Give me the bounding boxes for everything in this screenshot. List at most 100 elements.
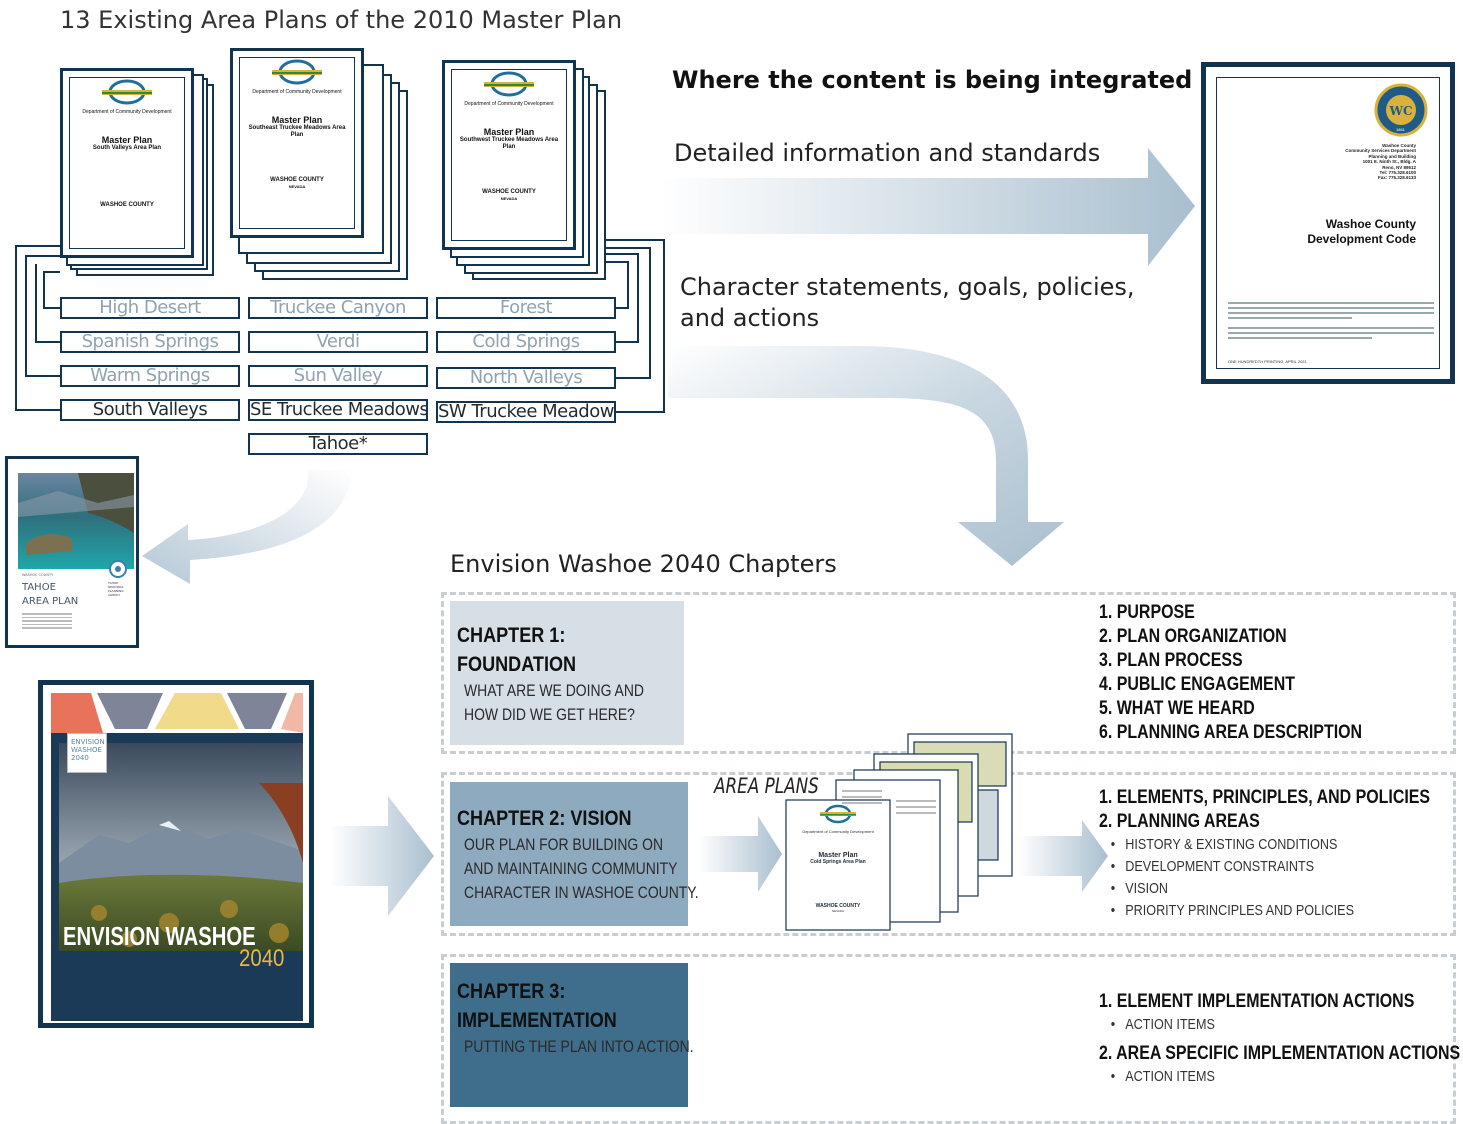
doc-subtitle: South Valleys Area Plan [92, 145, 162, 151]
doc-title: Master Plan [101, 135, 153, 145]
tahoe-doc-title: TAHOE AREA PLAN [22, 582, 79, 607]
list-subitem: HISTORY & EXISTING CONDITIONS [1099, 834, 1430, 856]
envision-washoe-cover: ENVISION WASHOE 2040 ENVISION WASHOE 204… [38, 680, 314, 1028]
area-box-truckee-canyon: Truckee Canyon [248, 297, 428, 319]
chapter2-title: CHAPTER 2: VISION [457, 807, 632, 830]
arrow-to-development-code [660, 148, 1195, 266]
chapter2-desc: AND MAINTAINING COMMUNITY [464, 859, 678, 878]
list-item: 2. PLAN ORGANIZATION [1099, 626, 1287, 647]
chapter1-desc: WHAT ARE WE DOING AND [464, 681, 644, 700]
development-code-doc: WC 1861 Washoe County Community Services… [1201, 62, 1455, 384]
area-box-warm-springs: Warm Springs [60, 365, 240, 387]
arrow-cover-to-chapter2 [330, 796, 434, 916]
doc-title: Master Plan [818, 852, 858, 859]
list-item: 5. WHAT WE HEARD [1099, 698, 1255, 719]
doc-state: NEVADA [500, 196, 518, 201]
county-logo-icon [820, 804, 856, 824]
chapter1-card: CHAPTER 1: FOUNDATION WHAT ARE WE DOING … [450, 601, 684, 745]
doc-subtitle: Southeast Truckee Meadows Area Plan [248, 125, 346, 138]
chapter2-desc: OUR PLAN FOR BUILDING ON [464, 835, 664, 854]
list-item: 2. AREA SPECIFIC IMPLEMENTATION ACTIONS [1099, 1043, 1461, 1064]
area-plans-label: AREA PLANS [714, 774, 819, 798]
list-subitem: DEVELOPMENT CONSTRAINTS [1099, 856, 1430, 878]
list-item: 1. ELEMENTS, PRINCIPLES, AND POLICIES [1099, 787, 1431, 808]
list-item: 1. PURPOSE [1099, 602, 1195, 623]
svg-text:WC: WC [1388, 104, 1412, 118]
list-item: 2. PLANNING AREAS [1099, 811, 1260, 832]
tahoe-doc-county: WASHOE COUNTY [22, 573, 54, 577]
page-title: 13 Existing Area Plans of the 2010 Maste… [60, 6, 623, 34]
arrow-to-chapters [668, 346, 1064, 566]
doc-county: WASHOE COUNTY [270, 177, 324, 183]
flow-label-detailed: Detailed information and standards [674, 139, 1101, 167]
county-logo-icon [482, 71, 536, 97]
dev-code-title: Washoe County Development Code [1307, 217, 1416, 246]
dev-code-footer: ONE HUNDREDTH PRINTING, APRIL 2021 [1228, 359, 1307, 364]
chapter3-subtitle: IMPLEMENTATION [457, 1009, 617, 1032]
list-subitem: ACTION ITEMS [1099, 1014, 1460, 1036]
arrow-to-tahoe [142, 470, 352, 584]
area-plan-doc-sw-truckee-meadows: Department of Community Development Mast… [442, 60, 576, 250]
list-item: 3. PLAN PROCESS [1099, 650, 1243, 671]
cover-title: ENVISION WASHOE [63, 921, 256, 951]
chapter2-desc: CHARACTER IN WASHOE COUNTY. [464, 883, 699, 902]
chapter3-list: 1. ELEMENT IMPLEMENTATION ACTIONS ACTION… [1099, 990, 1463, 1088]
dev-code-body-text [1228, 299, 1434, 342]
doc-dept: Department of Community Development [802, 829, 874, 834]
tahoe-doc-body [22, 611, 72, 631]
doc-county: WASHOE COUNTY [482, 189, 536, 195]
cover-landscape-photo [59, 743, 303, 951]
flow-label-character-line1: Character statements, goals, policies, [680, 273, 1135, 301]
chapter1-list: 1. PURPOSE 2. PLAN ORGANIZATION 3. PLAN … [1099, 601, 1412, 745]
chapter3-card: CHAPTER 3: IMPLEMENTATION PUTTING THE PL… [450, 963, 694, 1107]
area-box-north-valleys: North Valleys [436, 367, 616, 389]
chapter2-card: CHAPTER 2: VISION OUR PLAN FOR BUILDING … [450, 782, 699, 926]
doc-title: Master Plan [271, 115, 323, 125]
tahoe-seal-icon [109, 560, 127, 578]
area-plan-doc-south-valleys: Department of Community Development Mast… [60, 68, 194, 258]
list-item: 4. PUBLIC ENGAGEMENT [1099, 674, 1295, 695]
list-item: 1. ELEMENT IMPLEMENTATION ACTIONS [1099, 991, 1415, 1012]
chapters-heading: Envision Washoe 2040 Chapters [450, 550, 837, 578]
chapter1-title: CHAPTER 1: [457, 624, 566, 647]
dev-code-address: Washoe County Community Services Departm… [1345, 143, 1416, 181]
integration-heading: Where the content is being integrated [672, 66, 1193, 94]
area-box-tahoe: Tahoe* [248, 433, 428, 455]
chapter2-list: 1. ELEMENTS, PRINCIPLES, AND POLICIES 2.… [1099, 786, 1463, 922]
chapter3-desc: PUTTING THE PLAN INTO ACTION. [464, 1037, 694, 1056]
county-logo-icon [100, 79, 154, 105]
flow-label-character-line2: and actions [680, 304, 820, 332]
doc-subtitle: Cold Springs Area Plan [810, 859, 866, 865]
arrow-chapter2-to-area-plans [698, 816, 782, 892]
area-box-se-truckee-meadows: SE Truckee Meadows [248, 399, 428, 421]
doc-dept: Department of Community Development [252, 89, 342, 95]
doc-county: WASHOE COUNTY [100, 202, 154, 208]
area-box-high-desert: High Desert [60, 297, 240, 319]
list-item: 6. PLANNING AREA DESCRIPTION [1099, 722, 1363, 743]
chapter1-desc: HOW DID WE GET HERE? [464, 705, 635, 724]
doc-dept: Department of Community Development [464, 101, 554, 107]
list-subitem: VISION [1099, 878, 1430, 900]
tahoe-lake-photo [18, 473, 134, 569]
chapter1-subtitle: FOUNDATION [457, 653, 577, 676]
connector-lines [15, 239, 665, 413]
county-logo-icon [270, 59, 324, 85]
area-box-verdi: Verdi [248, 331, 428, 353]
cold-springs-area-plan-doc: Department of Community Development Mast… [786, 800, 890, 930]
trpa-logo: TAHOE REGIONAL PLANNING AGENCY [108, 581, 124, 597]
doc-title: Master Plan [483, 127, 535, 137]
doc-subtitle: Southwest Truckee Meadows Area Plan [459, 137, 559, 150]
area-plan-doc-se-truckee-meadows: Department of Community Development Mast… [230, 48, 364, 238]
area-box-spanish-springs: Spanish Springs [60, 331, 240, 353]
chapter3-title: CHAPTER 3: [457, 980, 566, 1003]
county-seal-icon: WC [1374, 83, 1428, 137]
area-box-sun-valley: Sun Valley [248, 365, 428, 387]
doc-county: WASHOE COUNTY [815, 903, 861, 909]
doc-state: NEVADA [288, 184, 306, 189]
area-box-sw-truckee-meadows: SW Truckee Meadows [436, 401, 616, 423]
area-box-cold-springs: Cold Springs [436, 331, 616, 353]
area-box-forest: Forest [436, 297, 616, 319]
seal-year: 1861 [1396, 127, 1405, 132]
cover-year: 2040 [239, 945, 285, 972]
